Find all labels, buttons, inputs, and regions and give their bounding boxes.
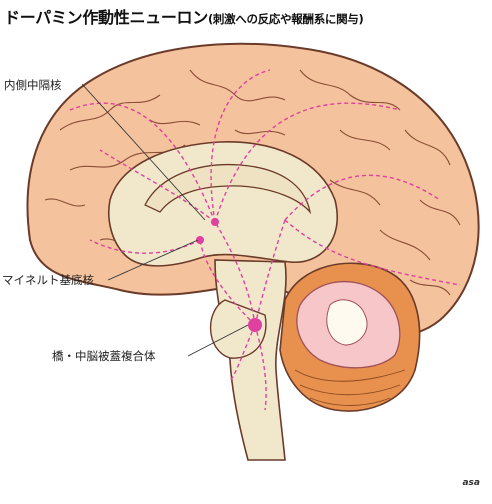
leader-lines <box>81 83 249 357</box>
arbor-vitae <box>326 299 368 346</box>
corpus-callosum <box>144 163 312 215</box>
title-sub: (刺激への反応や報酬系に関与) <box>207 12 364 26</box>
label-nucleus-basalis: マイネルト基底核 <box>2 273 94 287</box>
septal-node <box>211 218 219 226</box>
tegmentum-node <box>248 318 262 332</box>
artist-credit: asa <box>462 478 480 488</box>
label-tegmentum: 橋・中脳被蓋複合体 <box>52 349 156 363</box>
brainstem <box>214 259 287 461</box>
title-main: ドーパミン作動性ニューロン <box>4 8 208 27</box>
label-septal-nucleus: 内側中隔核 <box>4 78 62 92</box>
basalis-node <box>196 236 204 244</box>
dopamine-pathways <box>69 69 461 411</box>
cerebellum-folia <box>294 369 406 406</box>
diagram-title: ドーパミン作動性ニューロン(刺激への反応や報酬系に関与) <box>4 4 364 28</box>
pons <box>209 299 267 359</box>
